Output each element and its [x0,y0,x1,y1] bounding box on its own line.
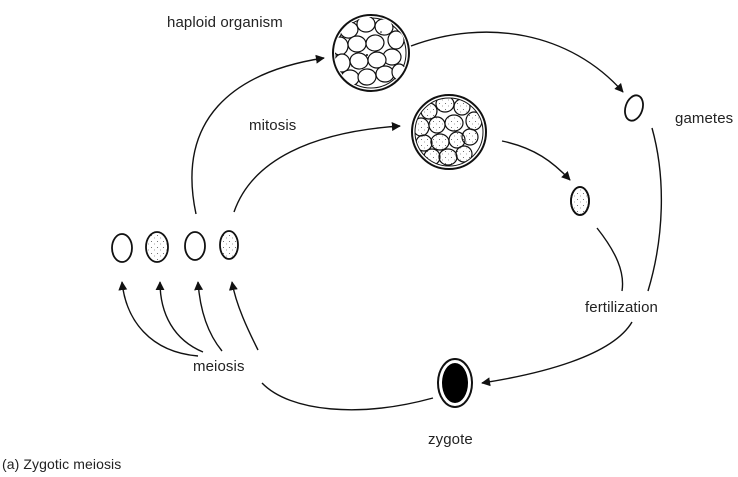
gamete-cell-stippled [571,187,589,215]
haploid-organism-cluster [332,15,409,91]
figure-caption: (a) Zygotic meiosis [2,455,121,473]
gamete-formation-arrow [411,32,623,92]
mitosis-label: mitosis [249,117,296,135]
spore-cell [185,232,205,260]
gamete-to-fertilization-line-2 [597,228,623,291]
spore-cell-stippled [220,231,238,259]
meiosis-arrow-4 [232,282,258,350]
gamete-cell [622,93,646,123]
zygote-to-meiosis-line [262,383,433,410]
mitosis-arrow-lower [234,126,400,212]
spore-row [112,231,238,262]
gamete-formation-arrow-2 [502,141,570,180]
meiosis-label: meiosis [193,358,245,376]
meiosis-arrow-3 [198,282,222,351]
haploid-organism-label: haploid organism [167,14,283,32]
spore-cell-stippled [146,232,168,262]
fertilization-label: fertilization [585,299,658,317]
zygote-cell [438,359,472,407]
gamete-to-fertilization-line [648,128,661,291]
fertilization-arrow [482,322,632,383]
gametes-label: gametes [675,110,733,128]
zygote-label: zygote [428,431,473,449]
spore-cell [112,234,132,262]
meiosis-arrow-2 [160,282,203,352]
cycle-arrows [122,32,661,410]
multicellular-cluster [412,95,486,169]
mitosis-arrow-upper [192,58,324,214]
